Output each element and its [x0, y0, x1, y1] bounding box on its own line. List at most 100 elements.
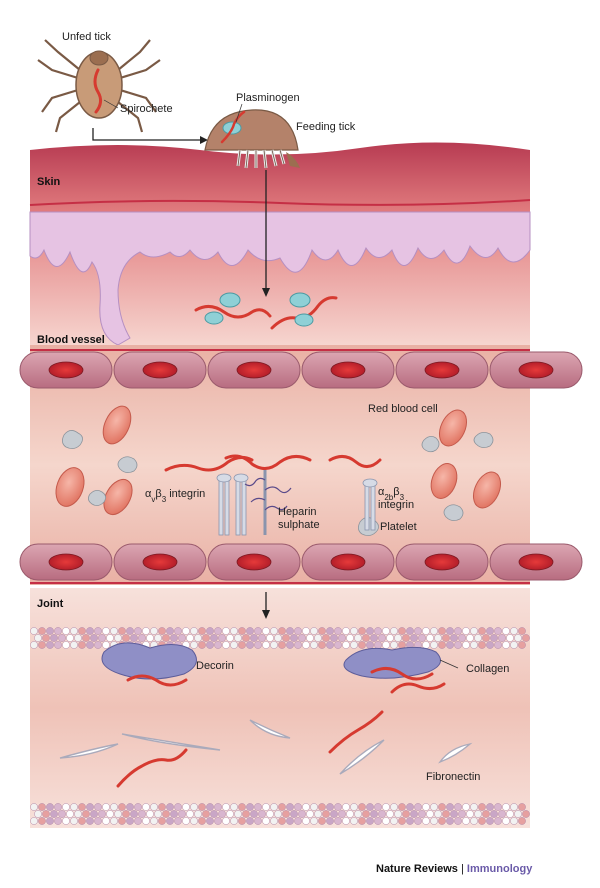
collagen-bead [302, 803, 309, 810]
collagen-bead [114, 810, 121, 817]
collagen-bead [174, 803, 181, 810]
section-label-skin: Skin [37, 176, 61, 188]
collagen-bead [438, 817, 445, 824]
collagen-bead [302, 641, 309, 648]
label-integrin2-line2: integrin [378, 499, 414, 511]
collagen-bead [134, 817, 141, 824]
collagen-bead [150, 803, 157, 810]
collagen-bead [190, 803, 197, 810]
collagen-bead [386, 810, 393, 817]
collagen-bead [198, 641, 205, 648]
collagen-bead [462, 627, 469, 634]
collagen-beads-bottom [30, 803, 529, 824]
collagen-bead [54, 803, 61, 810]
collagen-bead [54, 817, 61, 824]
collagen-bead [78, 641, 85, 648]
collagen-bead [286, 803, 293, 810]
collagen-bead [230, 641, 237, 648]
collagen-bead [466, 634, 473, 641]
collagen-bead [342, 641, 349, 648]
collagen-bead [438, 627, 445, 634]
collagen-bead [366, 803, 373, 810]
collagen-bead [222, 803, 229, 810]
collagen-bead [346, 810, 353, 817]
collagen-bead [190, 627, 197, 634]
collagen-bead [122, 634, 129, 641]
collagen-bead [426, 634, 433, 641]
collagen-bead [278, 803, 285, 810]
collagen-bead [478, 641, 485, 648]
collagen-bead [118, 627, 125, 634]
collagen-bead [398, 803, 405, 810]
collagen-bead [430, 817, 437, 824]
collagen-bead [310, 817, 317, 824]
collagen-bead [86, 627, 93, 634]
collagen-bead [246, 627, 253, 634]
collagen-bead [246, 817, 253, 824]
collagen-bead [370, 634, 377, 641]
cell-nucleus [49, 554, 83, 570]
collagen-bead [274, 634, 281, 641]
collagen-bead [294, 627, 301, 634]
collagen-bead [34, 634, 41, 641]
collagen-bead [30, 817, 37, 824]
collagen-bead [286, 641, 293, 648]
collagen-bead [206, 627, 213, 634]
collagen-bead [38, 803, 45, 810]
collagen-bead [502, 627, 509, 634]
collagen-bead [454, 803, 461, 810]
collagen-bead [390, 803, 397, 810]
collagen-bead [302, 627, 309, 634]
collagen-bead [350, 803, 357, 810]
collagen-bead [454, 627, 461, 634]
collagen-bead [166, 803, 173, 810]
collagen-bead [170, 810, 177, 817]
collagen-bead [382, 627, 389, 634]
collagen-bead [122, 810, 129, 817]
collagen-bead [150, 627, 157, 634]
collagen-bead [98, 810, 105, 817]
collagen-bead [278, 627, 285, 634]
collagen-bead [390, 817, 397, 824]
collagen-bead [258, 634, 265, 641]
collagen-bead [378, 810, 385, 817]
collagen-bead [126, 817, 133, 824]
collagen-bead [270, 803, 277, 810]
collagen-bead [162, 634, 169, 641]
collagen-bead [362, 810, 369, 817]
collagen-bead [514, 810, 521, 817]
collagen-bead [102, 803, 109, 810]
section-label-joint: Joint [37, 598, 64, 610]
collagen-bead [522, 634, 529, 641]
collagen-bead [422, 817, 429, 824]
collagen-beads-top [30, 627, 529, 648]
collagen-bead [50, 810, 57, 817]
collagen-bead [306, 810, 313, 817]
collagen-bead [222, 627, 229, 634]
collagen-bead [518, 803, 525, 810]
collagen-bead [494, 627, 501, 634]
collagen-bead [282, 634, 289, 641]
collagen-bead [234, 810, 241, 817]
collagen-bead [30, 641, 37, 648]
collagen-bead [338, 810, 345, 817]
collagen-bead [214, 641, 221, 648]
collagen-bead [298, 810, 305, 817]
collagen-bead [62, 803, 69, 810]
collagen-bead [110, 817, 117, 824]
collagen-bead [422, 803, 429, 810]
collagen-bead [482, 810, 489, 817]
collagen-bead [414, 803, 421, 810]
collagen-bead [166, 627, 173, 634]
collagen-bead [478, 817, 485, 824]
collagen-bead [418, 634, 425, 641]
label-plasminogen: Plasminogen [236, 92, 300, 104]
collagen-bead [50, 634, 57, 641]
collagen-bead [170, 634, 177, 641]
collagen-bead [58, 634, 65, 641]
collagen-bead [414, 817, 421, 824]
collagen-bead [450, 634, 457, 641]
collagen-bead [354, 634, 361, 641]
collagen-bead [94, 627, 101, 634]
